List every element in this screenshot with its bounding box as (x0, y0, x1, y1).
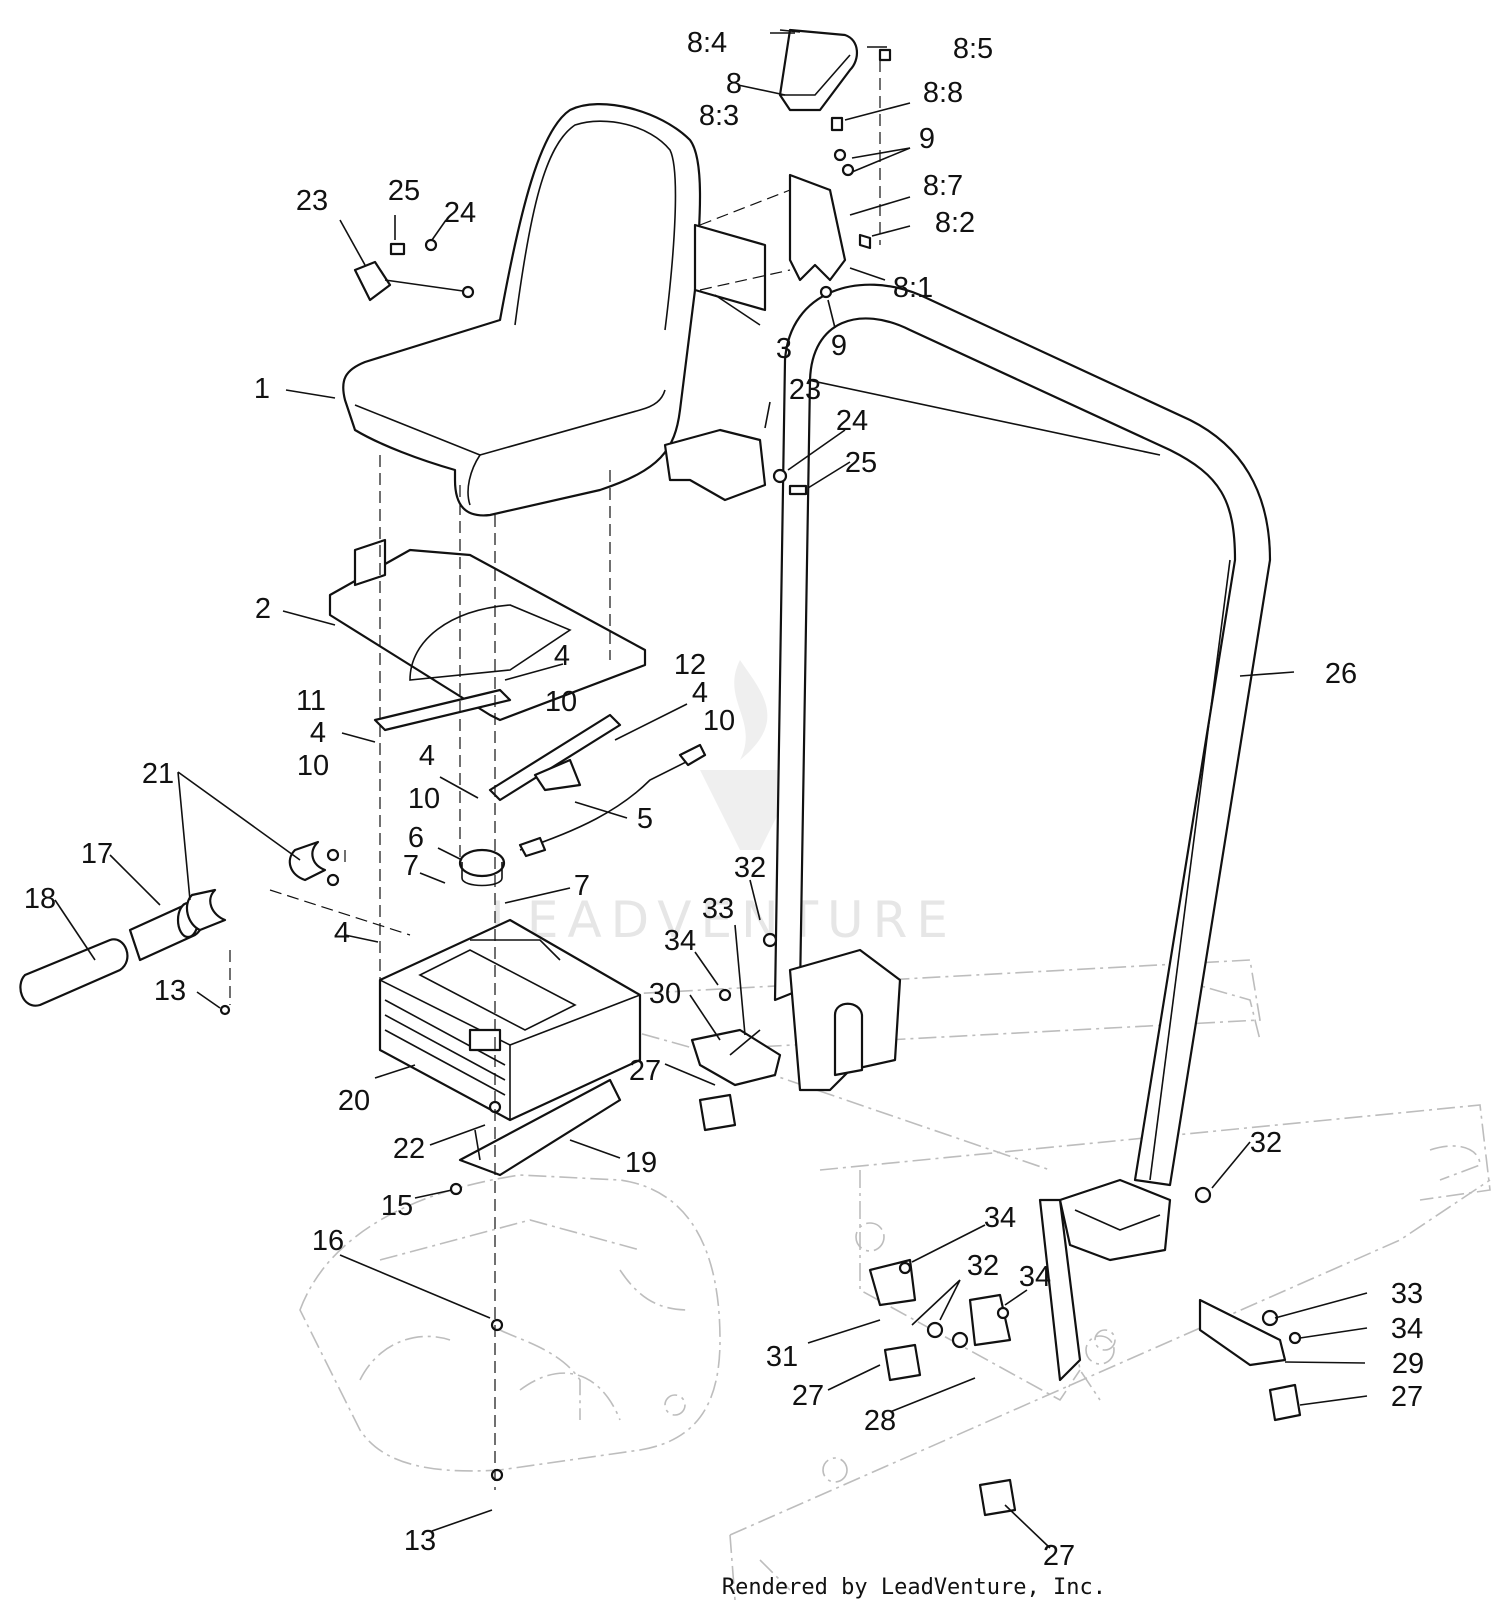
roll-bar (773, 283, 1272, 1382)
callout-7b: 7 (574, 870, 590, 902)
callout-23a: 23 (296, 185, 328, 217)
callout-24a: 24 (444, 197, 476, 229)
callout-19: 19 (625, 1147, 657, 1179)
callout-16: 16 (312, 1225, 344, 1257)
callout-10a: 10 (545, 686, 577, 718)
callout-8-2: 8:2 (935, 207, 975, 239)
callout-24b: 24 (836, 405, 868, 437)
seat-suspension (378, 918, 642, 1196)
watermark-text: LEADVENTURE (490, 891, 957, 949)
callout-33a: 33 (702, 893, 734, 925)
callout-2: 2 (255, 593, 271, 625)
callout-34b: 34 (984, 1202, 1016, 1234)
callout-25a: 25 (388, 175, 420, 207)
callout-22: 22 (393, 1133, 425, 1165)
callout-28: 28 (864, 1405, 896, 1437)
seat-switch-harness (458, 743, 707, 887)
seat (342, 103, 702, 517)
callout-27b: 27 (792, 1380, 824, 1412)
callout-7a: 7 (403, 850, 419, 882)
callout-18: 18 (24, 883, 56, 915)
callout-labels: 1 2 3 4 4 4 4 4 5 6 7 7 8 8:1 8:2 8:3 8:… (24, 27, 1424, 1572)
callout-25b: 25 (845, 447, 877, 479)
body-fender-phantom (299, 1174, 721, 1472)
callout-34a: 34 (664, 925, 696, 957)
callout-32b: 32 (1250, 1127, 1282, 1159)
callout-9a: 9 (919, 123, 935, 155)
callout-30: 30 (649, 978, 681, 1010)
callout-9b: 9 (831, 330, 847, 362)
callout-15: 15 (381, 1190, 413, 1222)
callout-17: 17 (81, 838, 113, 870)
callout-8-1: 8:1 (893, 272, 933, 304)
callout-8: 8 (726, 68, 742, 100)
callout-8-4: 8:4 (687, 27, 727, 59)
manual-holder (19, 840, 340, 1016)
callout-33b: 33 (1391, 1278, 1423, 1310)
callout-4a: 4 (554, 640, 570, 672)
seat-base (328, 538, 647, 802)
callout-5: 5 (637, 803, 653, 835)
callout-8-7: 8:7 (923, 170, 963, 202)
callout-4e: 4 (334, 917, 350, 949)
callout-10d: 10 (408, 783, 440, 815)
callout-31: 31 (766, 1341, 798, 1373)
callout-6: 6 (408, 822, 424, 854)
callout-34d: 34 (1391, 1313, 1423, 1345)
seat-belt-right (663, 428, 808, 502)
callout-27a: 27 (629, 1055, 661, 1087)
callout-23b: 23 (789, 374, 821, 406)
callout-34c: 34 (1019, 1261, 1051, 1293)
callout-4d: 4 (419, 740, 435, 772)
callout-4c: 4 (310, 717, 326, 749)
callout-32a: 32 (734, 852, 766, 884)
callout-32c: 32 (967, 1250, 999, 1282)
callout-20: 20 (338, 1085, 370, 1117)
armrest-assembly (693, 28, 892, 312)
callout-27c: 27 (1391, 1381, 1423, 1413)
seat-belt-left (353, 238, 475, 302)
callout-27d: 27 (1043, 1540, 1075, 1572)
callout-10c: 10 (297, 750, 329, 782)
callout-8-3: 8:3 (699, 100, 739, 132)
callout-13a: 13 (154, 975, 186, 1007)
leader-lines (54, 32, 1368, 1549)
watermark: LEADVENTURE (490, 660, 957, 949)
callout-8-8: 8:8 (923, 77, 963, 109)
callout-4b: 4 (692, 677, 708, 709)
callout-3: 3 (776, 333, 792, 365)
rendered-by-credit: Rendered by LeadVenture, Inc. (722, 1575, 1106, 1600)
assembly-centerlines (229, 60, 881, 1490)
callout-8-5: 8:5 (953, 33, 993, 65)
callout-10b: 10 (703, 705, 735, 737)
callout-26: 26 (1325, 658, 1357, 690)
callout-13b: 13 (404, 1525, 436, 1557)
callout-1: 1 (254, 373, 270, 405)
callout-12: 12 (674, 649, 706, 681)
callout-11: 11 (296, 685, 326, 717)
callout-29: 29 (1392, 1348, 1424, 1380)
callout-21: 21 (142, 758, 174, 790)
